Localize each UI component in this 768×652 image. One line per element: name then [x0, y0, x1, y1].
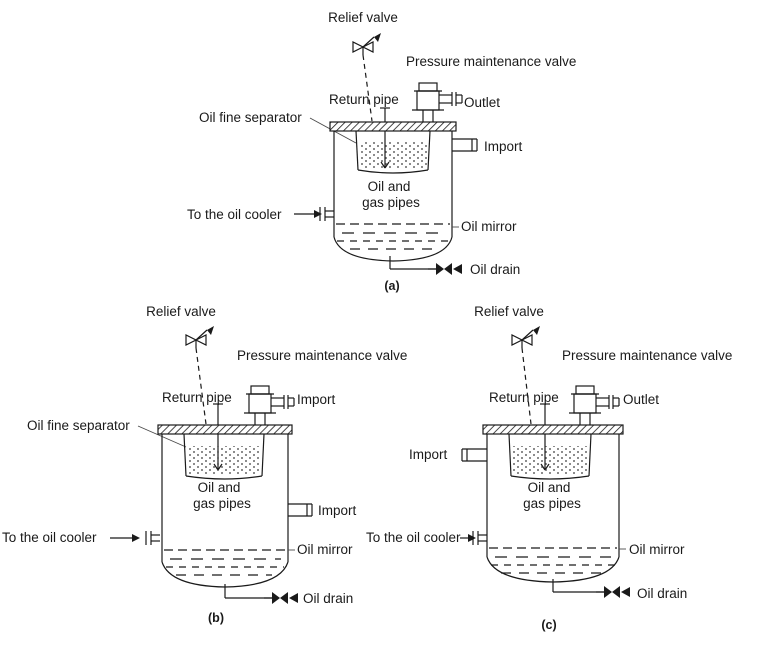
oil-cooler-arrowhead [468, 534, 476, 542]
label-outlet: Outlet [464, 95, 500, 110]
label-oil-fine-separator: Oil fine separator [27, 418, 130, 433]
oil-cooler-arrowhead [132, 534, 140, 542]
label-gas-pipes: gas pipes [523, 496, 581, 511]
tank-lid [329, 121, 457, 132]
relief-valve-dashed-line [195, 347, 207, 425]
oil-cooler-fitting [319, 206, 335, 222]
label-oil-mirror: Oil mirror [461, 219, 517, 234]
relief-valve-icon [352, 32, 382, 56]
label-oil-mirror: Oil mirror [297, 542, 353, 557]
pressure-maintenance-valve-icon [411, 82, 463, 123]
pressure-maintenance-valve-icon [243, 385, 295, 426]
label-pressure-maintenance-valve: Pressure maintenance valve [406, 54, 576, 69]
label-oil-drain: Oil drain [470, 262, 520, 277]
relief-valve-dashed-line [521, 347, 532, 425]
label-oil-and: Oil and [368, 179, 411, 194]
caption-a: (a) [384, 279, 399, 293]
import-pipe-side [288, 503, 313, 517]
label-relief-valve: Relief valve [474, 304, 544, 319]
label-oil-fine-separator: Oil fine separator [199, 110, 302, 125]
oil-level [336, 223, 450, 250]
label-to-the-oil-cooler: To the oil cooler [366, 530, 461, 545]
import-pipe-left [461, 448, 487, 462]
drain-valve-icon [595, 585, 631, 599]
diagram-a: Relief valve Pressure maintenance valve … [187, 10, 576, 293]
label-to-the-oil-cooler: To the oil cooler [187, 207, 282, 222]
label-to-the-oil-cooler: To the oil cooler [2, 530, 97, 545]
oil-cooler-fitting [145, 530, 161, 546]
oil-level [489, 547, 617, 574]
label-relief-valve: Relief valve [146, 304, 216, 319]
label-gas-pipes: gas pipes [362, 195, 420, 210]
label-oil-drain: Oil drain [303, 591, 353, 606]
label-pressure-maintenance-valve: Pressure maintenance valve [562, 348, 732, 363]
label-import: Import [409, 447, 448, 462]
label-return-pipe: Return pipe [162, 390, 232, 405]
label-oil-drain: Oil drain [637, 586, 687, 601]
diagram-b: Relief valve Pressure maintenance valve … [2, 304, 407, 625]
drain-pipe [552, 579, 604, 593]
label-return-pipe: Return pipe [329, 92, 399, 107]
import-pipe [452, 138, 478, 152]
label-import: Import [484, 139, 523, 154]
label-oil-mirror: Oil mirror [629, 542, 685, 557]
inner-separator-vessel [183, 433, 265, 480]
label-outlet: Outlet [623, 392, 659, 407]
caption-c: (c) [541, 618, 556, 632]
tank-body [333, 131, 453, 262]
drain-pipe [389, 256, 436, 270]
label-oil-and: Oil and [198, 480, 241, 495]
relief-valve-icon [185, 325, 215, 349]
label-gas-pipes: gas pipes [193, 496, 251, 511]
pressure-maintenance-valve-icon [568, 385, 620, 426]
drain-valve-icon [263, 591, 299, 605]
relief-valve-dashed-line [362, 54, 373, 122]
caption-b: (b) [208, 611, 224, 625]
drain-valve-icon [427, 262, 463, 276]
drain-pipe [224, 584, 272, 599]
label-relief-valve: Relief valve [328, 10, 398, 25]
label-oil-and: Oil and [528, 480, 571, 495]
label-pressure-maintenance-valve: Pressure maintenance valve [237, 348, 407, 363]
label-import-top: Import [297, 392, 336, 407]
label-return-pipe: Return pipe [489, 390, 559, 405]
inner-separator-vessel [508, 433, 592, 480]
relief-valve-icon [511, 325, 541, 349]
diagram-c: Relief valve Pressure maintenance valve … [366, 304, 732, 632]
oil-cooler-arrowhead [314, 210, 322, 218]
label-import-side: Import [318, 503, 357, 518]
oil-level [164, 549, 286, 576]
tank-lid [482, 424, 624, 435]
inner-separator-vessel [355, 130, 431, 174]
tank-lid [157, 424, 293, 435]
